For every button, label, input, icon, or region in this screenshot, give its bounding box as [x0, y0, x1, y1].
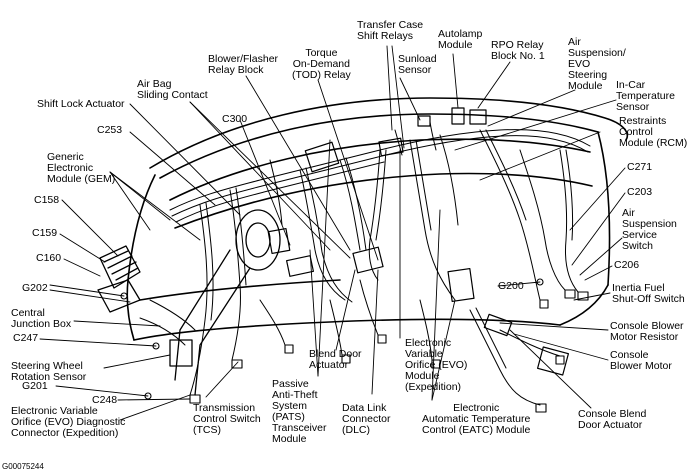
label-autolamp-module: Autolamp Module: [438, 28, 483, 51]
label-air-suspension-service-switch: Air Suspension Service Switch: [622, 207, 677, 252]
label-c300: C300: [222, 113, 248, 125]
label-g200: G200: [498, 280, 524, 292]
label-console-blower-motor-resistor: Console Blower Motor Resistor: [610, 320, 684, 343]
label-in-car-temperature-sensor: In-Car Temperature Sensor: [616, 79, 675, 113]
label-data-link-connector: Data Link Connector (DLC): [342, 402, 391, 436]
label-c271: C271: [627, 161, 653, 173]
label-g202: G202: [22, 282, 48, 294]
label-torque-on-demand-relay: Torque On-Demand (TOD) Relay: [292, 47, 351, 81]
label-restraints-control-module: Restraints Control Module (RCM): [619, 115, 688, 149]
label-passive-anti-theft-system: Passive Anti-Theft System (PATS) Transce…: [272, 378, 327, 445]
label-eatc-module: Electronic Automatic Temperature Control…: [422, 402, 531, 436]
label-c253: C253: [97, 124, 123, 136]
label-sunload-sensor: Sunload Sensor: [398, 53, 437, 76]
label-evo-diagnostic-connector: Electronic Variable Orifice (EVO) Diagno…: [11, 405, 126, 439]
figure-id: G00075244: [2, 462, 44, 471]
label-generic-electronic-module: Generic Electronic Module (GEM): [47, 151, 116, 185]
label-shift-lock-actuator: Shift Lock Actuator: [37, 98, 125, 110]
gem-module: [97, 245, 141, 313]
label-console-blower-motor: Console Blower Motor: [610, 349, 672, 372]
label-steering-wheel-rotation-sensor: Steering Wheel Rotation Sensor: [11, 360, 87, 383]
label-evo-module-expedition: Electronic Variable Orifice (EVO) Module…: [405, 337, 468, 393]
label-central-junction-box: Central Junction Box: [11, 307, 72, 330]
label-air-suspension-evo-steering-module: Air Suspension/ EVO Steering Module: [568, 36, 626, 92]
label-air-bag-sliding-contact: Air Bag Sliding Contact: [137, 78, 208, 101]
leader-lines: [39, 45, 626, 421]
label-c159: C159: [32, 227, 58, 239]
label-c247: C247: [13, 332, 39, 344]
label-c160: C160: [36, 252, 62, 264]
label-transmission-control-switch: Transmission Control Switch (TCS): [193, 402, 261, 436]
label-rpo-relay-block: RPO Relay Block No. 1: [491, 39, 545, 62]
label-blend-door-actuator: Blend Door Actuator: [309, 348, 362, 371]
steering-column: [169, 209, 281, 396]
center-modules: [267, 107, 570, 376]
label-blower-flasher-relay-block: Blower/Flasher Relay Block: [208, 53, 279, 76]
label-c248: C248: [92, 394, 118, 406]
label-console-blend-door-actuator: Console Blend Door Actuator: [578, 408, 647, 431]
label-transfer-case-shift-relays: Transfer Case Shift Relays: [357, 19, 424, 42]
wiring-harness: [139, 121, 591, 406]
label-g201: G201: [22, 380, 48, 392]
label-c203: C203: [627, 186, 653, 198]
label-c206: C206: [614, 259, 640, 271]
label-inertia-fuel-shutoff-switch: Inertia Fuel Shut-Off Switch: [612, 282, 685, 305]
label-c158: C158: [34, 194, 60, 206]
